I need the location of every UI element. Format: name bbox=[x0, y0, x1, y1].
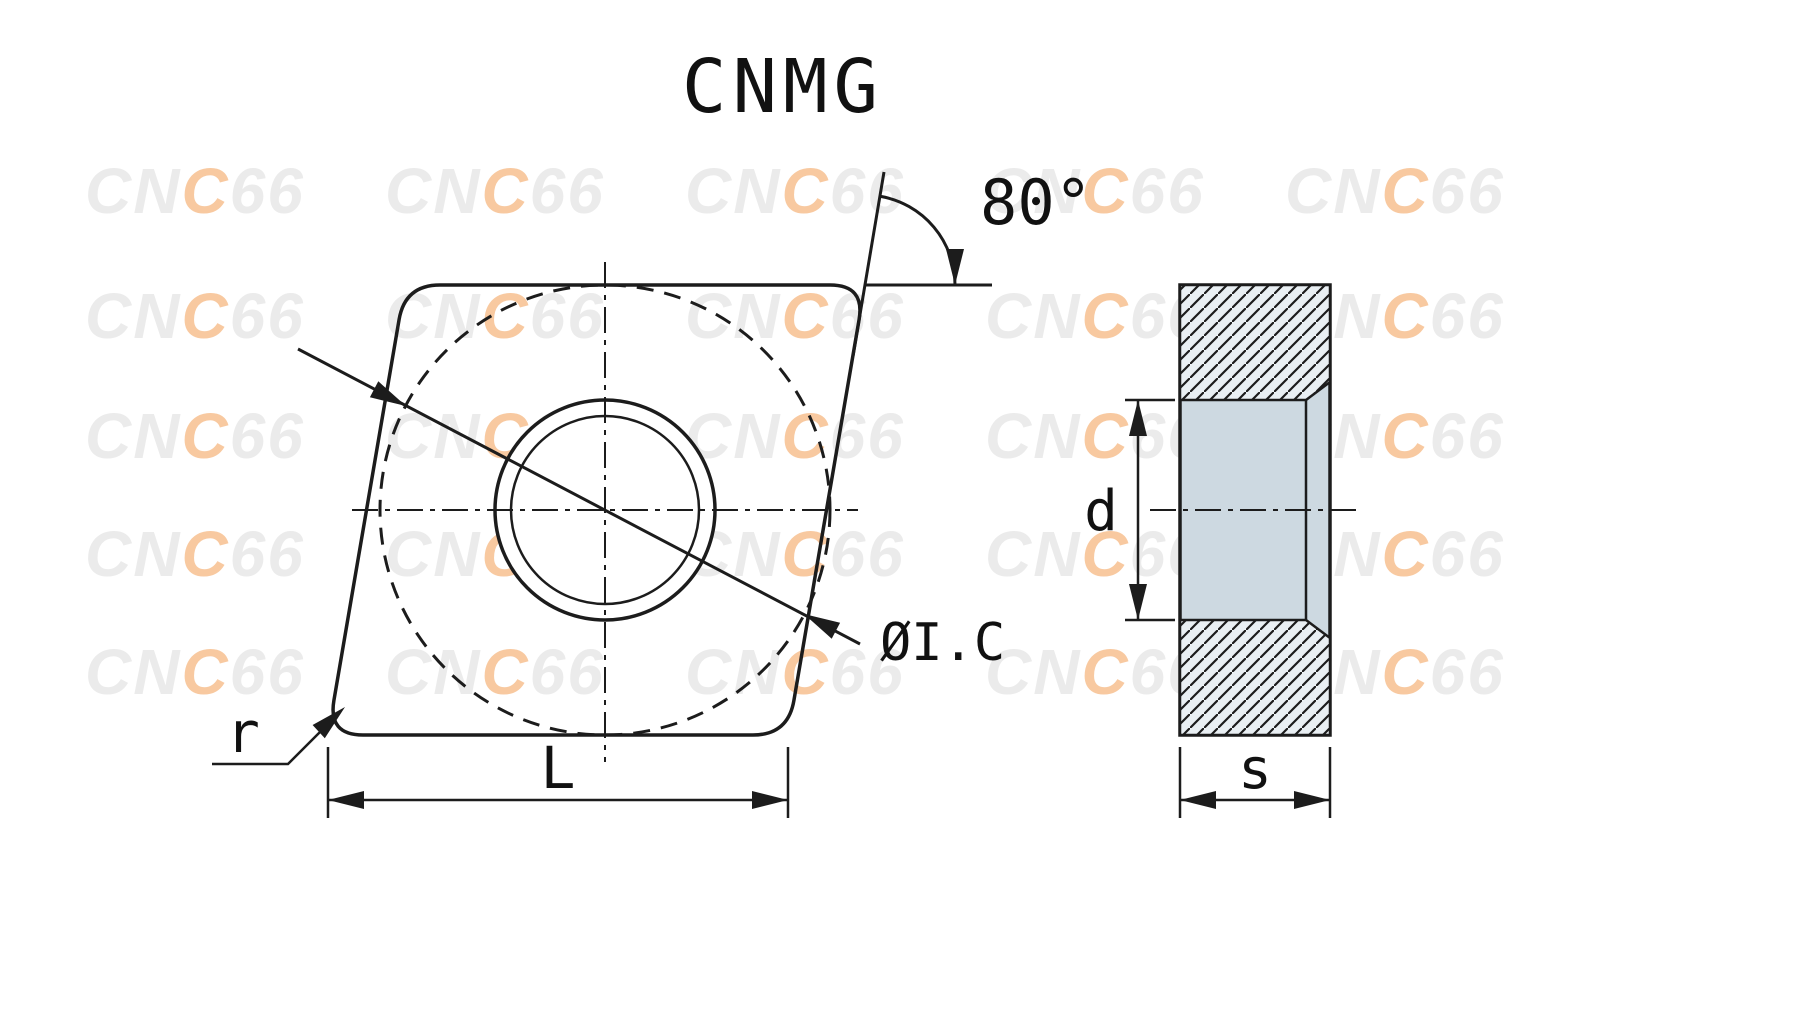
watermark-text: CNC66 bbox=[685, 400, 905, 472]
radius-arrow bbox=[312, 707, 345, 739]
radius-label: r bbox=[226, 701, 260, 766]
side-hatch-top-pattern bbox=[1180, 285, 1330, 400]
ic-arrow-lower bbox=[804, 614, 841, 639]
watermark-text: CNC66 bbox=[685, 280, 905, 352]
ic-label: ØI.C bbox=[880, 613, 1005, 673]
side-view: d s bbox=[1084, 283, 1362, 818]
watermark-text: CNC66 bbox=[1285, 155, 1505, 227]
watermark-text: CNC66 bbox=[1285, 518, 1505, 590]
watermark-text: CNC66 bbox=[385, 636, 605, 708]
watermark-text: CNC66 bbox=[385, 155, 605, 227]
angle-arrow bbox=[946, 249, 964, 285]
watermark-text: CNC66 bbox=[985, 636, 1205, 708]
insert-outline bbox=[331, 283, 862, 737]
inscribed-circle-dashed bbox=[378, 283, 832, 737]
s-label: s bbox=[1238, 737, 1272, 802]
watermark-text: CNC66 bbox=[85, 636, 305, 708]
length-arrow-left bbox=[328, 791, 364, 809]
watermark-text: CNC66 bbox=[85, 155, 305, 227]
length-arrow-right bbox=[752, 791, 788, 809]
side-hatch-bottom-pattern bbox=[1180, 620, 1330, 735]
front-view: ØI.C 80° r L bbox=[212, 166, 1092, 818]
watermark-text: CNC66 bbox=[85, 280, 305, 352]
angle-extension-line-slant bbox=[851, 171, 886, 357]
d-arrow-bottom bbox=[1129, 584, 1147, 620]
watermark-text: CNC66 bbox=[85, 400, 305, 472]
s-arrow-left bbox=[1180, 791, 1216, 809]
watermark-text: CNC66 bbox=[685, 155, 905, 227]
page-title: CNMG bbox=[682, 44, 884, 130]
watermark-text: CNC66 bbox=[685, 518, 905, 590]
watermark-text: CNC66 bbox=[985, 155, 1205, 227]
watermark-text: CNC66 bbox=[985, 400, 1205, 472]
watermark-text: CNC66 bbox=[685, 636, 905, 708]
watermark-text: CNC66 bbox=[85, 518, 305, 590]
length-label: L bbox=[541, 734, 576, 802]
angle-label: 80° bbox=[980, 166, 1092, 239]
ic-arrow-upper bbox=[369, 381, 406, 406]
s-arrow-right bbox=[1294, 791, 1330, 809]
d-arrow-top bbox=[1129, 400, 1147, 436]
watermark-text: CNC66 bbox=[385, 280, 605, 352]
watermark-text: CNC66 bbox=[985, 280, 1205, 352]
d-label: d bbox=[1084, 479, 1118, 544]
